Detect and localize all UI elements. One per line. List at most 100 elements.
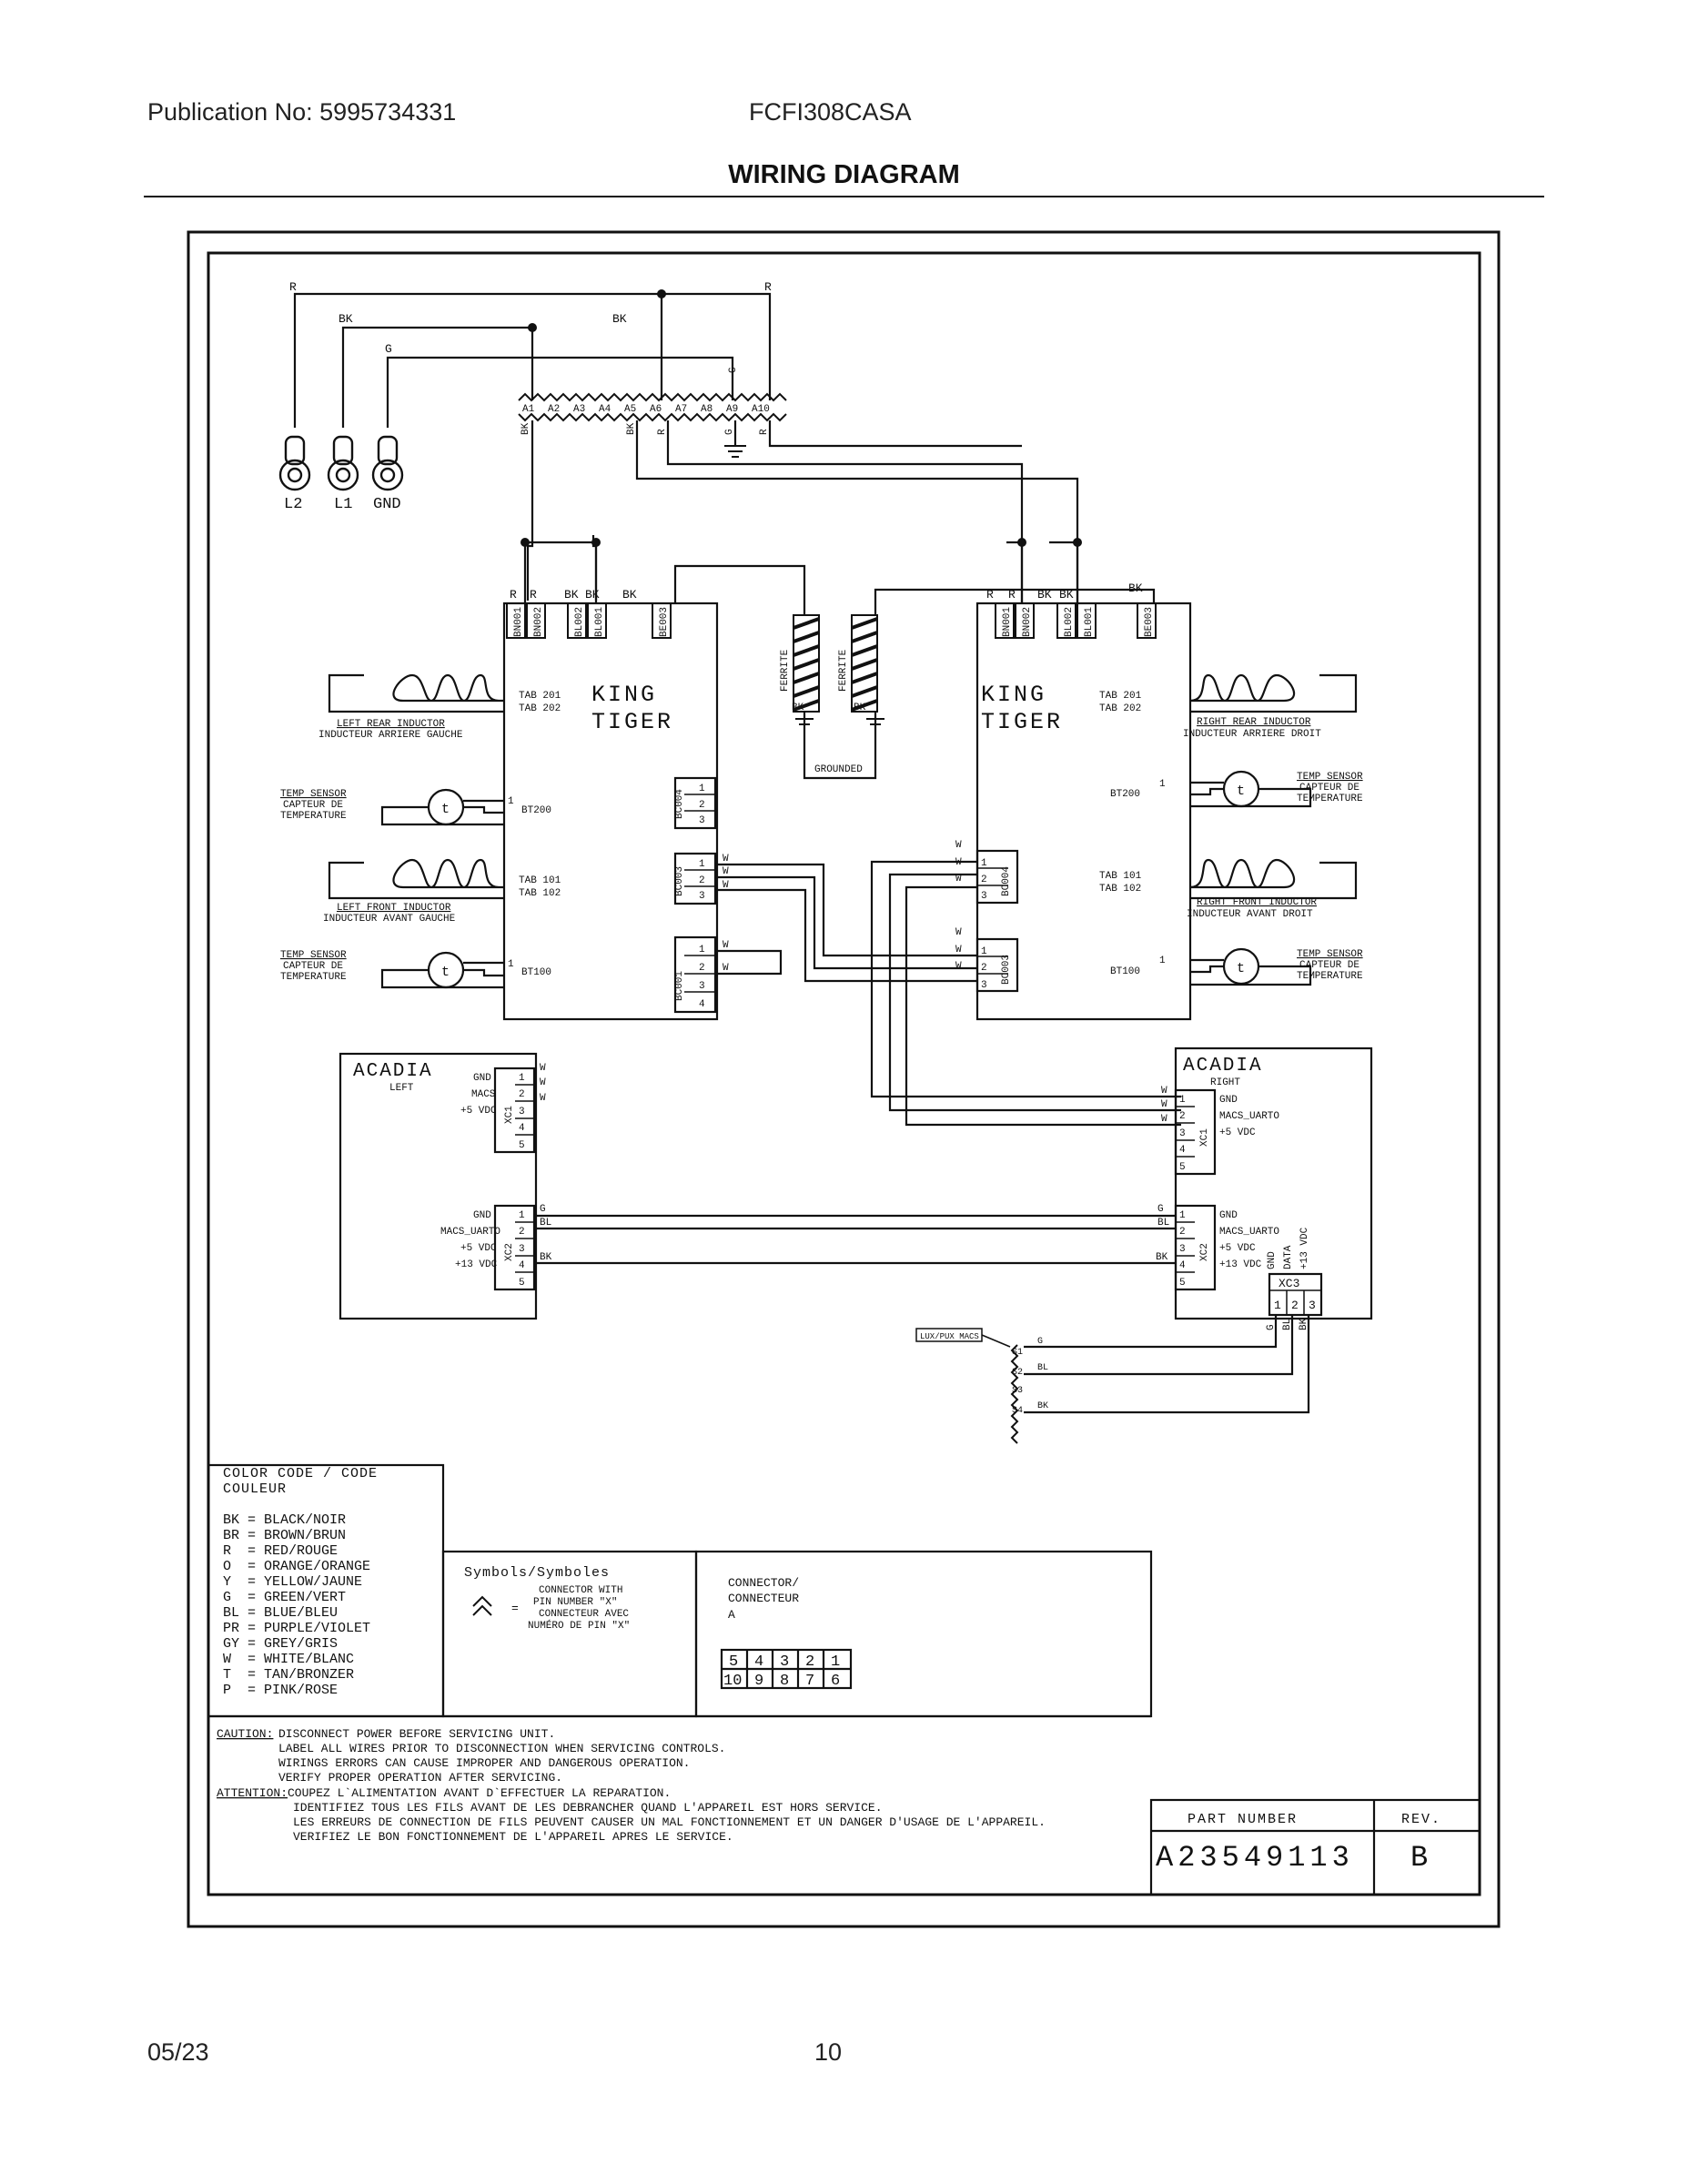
svg-text:LES ERREURS DE CONNECTION DE F: LES ERREURS DE CONNECTION DE FILS PEUVEN… [293, 1815, 1046, 1829]
svg-text:R: R [530, 588, 537, 602]
svg-text:COUPEZ L`ALIMENTATION AVANT D`: COUPEZ L`ALIMENTATION AVANT D`EFFECTUER … [288, 1786, 671, 1800]
svg-text:BL: BL [540, 1218, 551, 1228]
connector-pin-icon [472, 1595, 492, 1616]
svg-text:DATA: DATA [1283, 1245, 1294, 1269]
svg-text:XC2: XC2 [504, 1243, 515, 1261]
svg-text:1: 1 [1159, 956, 1166, 966]
svg-text:BK: BK [1128, 581, 1143, 595]
svg-text:BE003: BE003 [1144, 607, 1155, 637]
svg-text:4: 4 [519, 1260, 525, 1271]
svg-text:BK: BK [1037, 588, 1052, 602]
connector-title: CONNECTOR/ [728, 1576, 799, 1590]
svg-text:PIN NUMBER "X": PIN NUMBER "X" [533, 1597, 617, 1608]
svg-text:+13 VDC: +13 VDC [1219, 1259, 1262, 1270]
svg-text:10: 10 [723, 1673, 742, 1690]
svg-text:G: G [385, 342, 392, 356]
svg-text:BL002: BL002 [574, 607, 585, 637]
svg-text:GY = GREY/GRIS: GY = GREY/GRIS [223, 1636, 338, 1652]
svg-text:9: 9 [754, 1673, 763, 1690]
svg-text:R: R [764, 280, 772, 294]
svg-text:W: W [955, 857, 962, 868]
svg-text:CAPTEUR DE: CAPTEUR DE [283, 800, 343, 811]
svg-text:G: G [1037, 1337, 1043, 1347]
svg-text:A7: A7 [675, 404, 687, 415]
svg-text:Y = YELLOW/JAUNE: Y = YELLOW/JAUNE [223, 1574, 362, 1590]
svg-text:BK: BK [339, 312, 353, 326]
svg-text:R: R [289, 280, 297, 294]
svg-text:BK: BK [540, 1252, 552, 1263]
svg-text:W: W [955, 961, 962, 972]
svg-text:BE003: BE003 [659, 607, 670, 637]
terminal-gnd: GND [373, 496, 401, 513]
svg-text:+5 VDC: +5 VDC [460, 1243, 497, 1254]
symbols-title: Symbols/Symboles [464, 1565, 610, 1581]
ferrite-left [793, 614, 820, 713]
svg-text:TEMPERATURE: TEMPERATURE [1297, 794, 1363, 804]
svg-text:BT200: BT200 [1110, 789, 1140, 800]
king-tiger-left-board [502, 602, 719, 1021]
color-code-legend: COLOR CODE / CODE COULEUR BK = BLACK/NOI… [223, 1466, 378, 1698]
svg-text:t: t [1237, 961, 1245, 976]
svg-text:1: 1 [519, 1210, 525, 1221]
svg-text:XC1: XC1 [504, 1106, 515, 1124]
svg-text:COLOR CODE / CODE: COLOR CODE / CODE [223, 1466, 378, 1481]
svg-text:W: W [540, 1063, 546, 1074]
svg-text:BC004: BC004 [1001, 866, 1012, 896]
svg-text:BK: BK [626, 422, 637, 435]
svg-text:BC003: BC003 [674, 866, 685, 896]
svg-text:1: 1 [508, 796, 514, 807]
svg-text:BK: BK [521, 422, 531, 435]
svg-text:BK = BLACK/NOIR: BK = BLACK/NOIR [223, 1512, 346, 1528]
caution-notice: CAUTION: DISCONNECT POWER BEFORE SERVICI… [217, 1727, 1046, 1844]
part-number-box [1149, 1798, 1481, 1896]
svg-text:CONNECTEUR: CONNECTEUR [728, 1592, 799, 1605]
svg-text:GND: GND [473, 1073, 491, 1084]
svg-text:BT200: BT200 [521, 805, 551, 816]
svg-text:W: W [955, 945, 962, 956]
svg-text:BC004: BC004 [674, 789, 685, 819]
svg-text:W: W [540, 1077, 546, 1088]
svg-text:t: t [441, 965, 450, 980]
svg-text:LABEL ALL WIRES PRIOR TO DISCO: LABEL ALL WIRES PRIOR TO DISCONNECTION W… [278, 1742, 725, 1755]
acadia-left-board [339, 1052, 538, 1320]
svg-text:DISCONNECT POWER BEFORE SERVIC: DISCONNECT POWER BEFORE SERVICING UNIT. [278, 1727, 555, 1741]
svg-text:4: 4 [519, 1123, 525, 1134]
svg-text:TAB 102: TAB 102 [519, 888, 561, 899]
svg-text:4: 4 [1179, 1145, 1186, 1156]
svg-text:TAB 202: TAB 202 [1099, 703, 1141, 714]
svg-text:TEMPERATURE: TEMPERATURE [280, 972, 347, 983]
acadia-right-board [1174, 1046, 1373, 1320]
publication-number: Publication No: 5995734331 [147, 98, 457, 126]
svg-text:4: 4 [754, 1653, 763, 1671]
svg-text:BC003: BC003 [1001, 955, 1012, 985]
svg-text:t: t [441, 802, 450, 817]
svg-text:TIGER: TIGER [981, 709, 1063, 735]
svg-text:W: W [723, 880, 729, 891]
svg-text:W: W [1161, 1114, 1167, 1125]
svg-text:5: 5 [1179, 1278, 1186, 1289]
svg-text:=: = [511, 1602, 519, 1615]
acadia-right-name: ACADIA [1183, 1056, 1263, 1077]
svg-text:A4: A4 [599, 404, 612, 415]
svg-text:5: 5 [1179, 1162, 1186, 1173]
svg-text:A2: A2 [548, 404, 560, 415]
svg-text:1: 1 [508, 959, 514, 970]
svg-text:TEMP SENSOR: TEMP SENSOR [280, 950, 347, 961]
svg-text:W: W [1161, 1086, 1167, 1097]
svg-text:A5: A5 [624, 404, 636, 415]
terminal-l2: L2 [284, 496, 302, 513]
svg-text:1: 1 [1179, 1095, 1186, 1106]
svg-text:3: 3 [519, 1107, 525, 1117]
svg-text:TEMP SENSOR: TEMP SENSOR [1297, 772, 1363, 783]
svg-text:BK: BK [792, 703, 804, 713]
svg-text:CAPTEUR DE: CAPTEUR DE [283, 961, 343, 972]
rev-value: B [1410, 1841, 1428, 1875]
svg-text:TAB 201: TAB 201 [519, 691, 561, 702]
svg-text:+13 VDC: +13 VDC [1299, 1227, 1310, 1269]
svg-text:TAB 202: TAB 202 [519, 703, 561, 714]
svg-text:A9: A9 [726, 404, 738, 415]
svg-text:O = ORANGE/ORANGE: O = ORANGE/ORANGE [223, 1559, 370, 1574]
svg-text:R: R [1008, 588, 1016, 602]
svg-text:1: 1 [981, 858, 987, 869]
